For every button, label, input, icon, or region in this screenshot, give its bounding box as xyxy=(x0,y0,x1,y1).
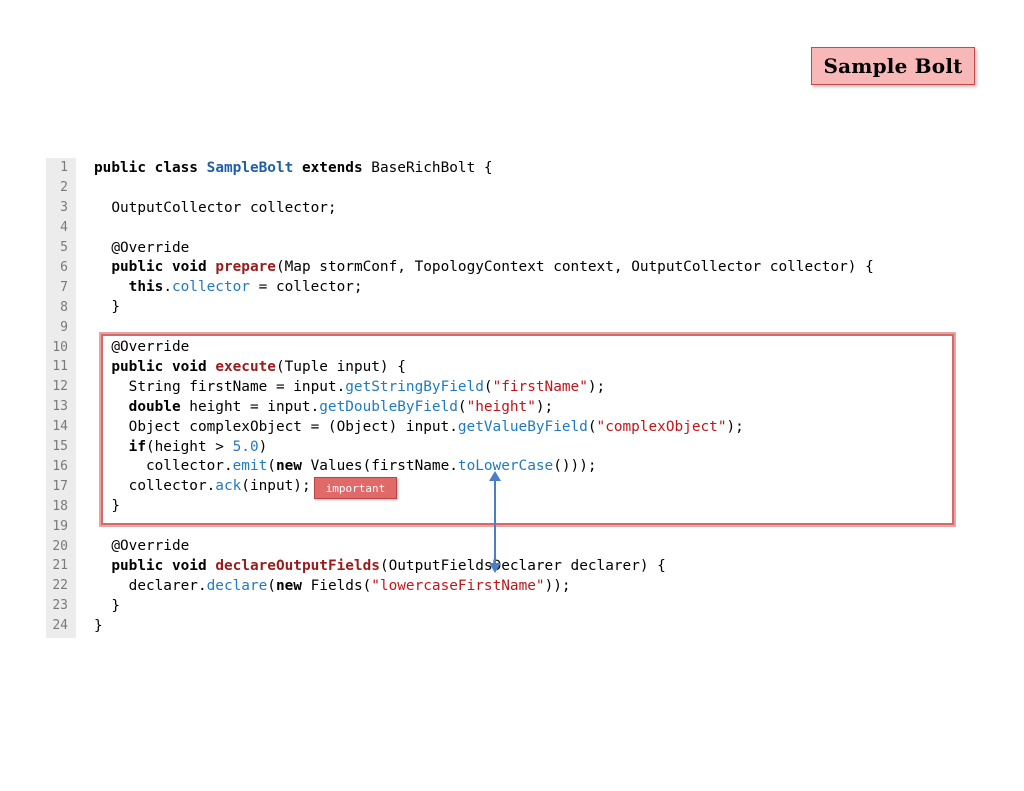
code-line: 4 xyxy=(46,218,946,238)
line-number: 1 xyxy=(60,160,68,176)
line-number: 7 xyxy=(60,279,68,295)
code-line: 7 this.collector = collector; xyxy=(46,277,946,297)
code-text: public void declareOutputFields(OutputFi… xyxy=(111,557,666,574)
line-number: 16 xyxy=(52,458,68,474)
line-number: 2 xyxy=(60,180,68,196)
code-text: declarer.declare(new Fields("lowercaseFi… xyxy=(94,577,571,594)
line-number: 18 xyxy=(52,498,68,514)
line-number: 19 xyxy=(52,518,68,534)
code-text: public void prepare(Map stormConf, Topol… xyxy=(111,259,874,276)
line-number: 4 xyxy=(60,220,68,236)
line-number: 13 xyxy=(52,399,68,415)
line-number: 23 xyxy=(52,598,68,614)
code-line: 13 double height = input.getDoubleByFiel… xyxy=(46,397,946,417)
code-line: 2 xyxy=(46,178,946,198)
line-number: 11 xyxy=(52,359,68,375)
code-line: 10 @Override xyxy=(46,337,946,357)
code-text: } xyxy=(94,597,120,614)
double-arrow-icon xyxy=(489,471,501,573)
code-text: collector.ack(input); xyxy=(94,478,311,495)
line-number: 5 xyxy=(60,240,68,256)
code-text: public class SampleBolt extends BaseRich… xyxy=(94,159,493,176)
code-line: 22 declarer.declare(new Fields("lowercas… xyxy=(46,576,946,596)
code-text: double height = input.getDoubleByField("… xyxy=(128,398,554,415)
code-text: if(height > 5.0) xyxy=(128,438,268,455)
line-number: 17 xyxy=(52,478,68,494)
code-text: String firstName = input.getStringByFiel… xyxy=(94,378,606,395)
line-number: 14 xyxy=(52,419,68,435)
code-line: 1 public class SampleBolt extends BaseRic… xyxy=(46,158,946,178)
line-number: 15 xyxy=(52,439,68,455)
code-line: 19 xyxy=(46,516,946,536)
code-line: 23 } xyxy=(46,596,946,616)
code-line: 20 @Override xyxy=(46,536,946,556)
code-line: 15 if(height > 5.0) xyxy=(46,437,946,457)
code-text: @Override xyxy=(94,538,190,555)
code-line: 3 OutputCollector collector; xyxy=(46,198,946,218)
code-line: 18 } xyxy=(46,496,946,516)
line-number: 12 xyxy=(52,379,68,395)
slide-title-box: Sample Bolt xyxy=(811,47,975,85)
code-line: 17 collector.ack(input); xyxy=(46,476,946,496)
code-line: 24} xyxy=(46,616,946,636)
line-number: 6 xyxy=(60,259,68,275)
execute-method-highlight xyxy=(101,334,954,525)
line-number: 24 xyxy=(52,618,68,634)
line-number-gutter xyxy=(46,158,76,638)
line-number: 3 xyxy=(60,200,68,216)
line-number: 8 xyxy=(60,299,68,315)
code-text: } xyxy=(94,498,120,515)
code-text: @Override xyxy=(94,239,190,256)
code-line: 8 } xyxy=(46,297,946,317)
code-text: public void execute(Tuple input) { xyxy=(111,358,406,375)
code-text: } xyxy=(94,299,120,316)
code-text: OutputCollector collector; xyxy=(94,199,337,216)
code-line: 5 @Override xyxy=(46,238,946,258)
line-number: 10 xyxy=(52,339,68,355)
code-text: collector.emit(new Values(firstName.toLo… xyxy=(94,458,597,475)
line-number: 21 xyxy=(52,558,68,574)
code-text: this.collector = collector; xyxy=(128,279,363,296)
code-line: 11 public void execute(Tuple input) { xyxy=(46,357,946,377)
code-line: 14 Object complexObject = (Object) input… xyxy=(46,417,946,437)
code-line: 9 xyxy=(46,317,946,337)
line-number: 22 xyxy=(52,578,68,594)
line-number: 9 xyxy=(60,319,68,335)
code-line: 12 String firstName = input.getStringByF… xyxy=(46,377,946,397)
important-badge: important xyxy=(314,477,397,499)
code-line: 16 collector.emit(new Values(firstName.t… xyxy=(46,457,946,477)
code-text: @Override xyxy=(94,339,190,356)
line-number: 20 xyxy=(52,538,68,554)
code-text: Object complexObject = (Object) input.ge… xyxy=(94,418,744,435)
code-text: } xyxy=(94,617,103,634)
code-listing: 1 public class SampleBolt extends BaseRic… xyxy=(46,158,946,638)
code-line: 6 public void prepare(Map stormConf, Top… xyxy=(46,258,946,278)
code-line: 21 public void declareOutputFields(Outpu… xyxy=(46,556,946,576)
slide-title: Sample Bolt xyxy=(823,54,963,78)
